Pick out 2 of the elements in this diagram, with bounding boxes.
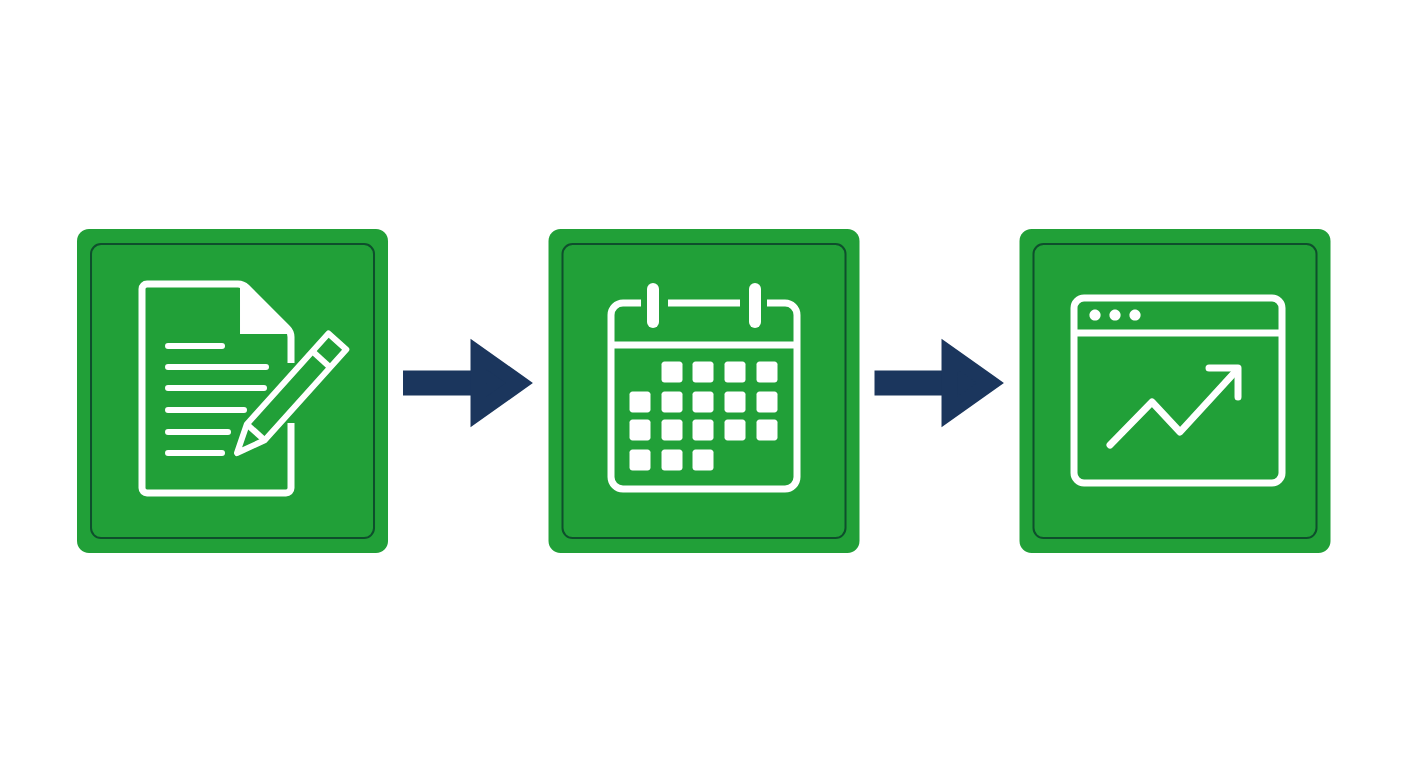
step-box (77, 229, 388, 553)
step-box (1019, 229, 1331, 553)
